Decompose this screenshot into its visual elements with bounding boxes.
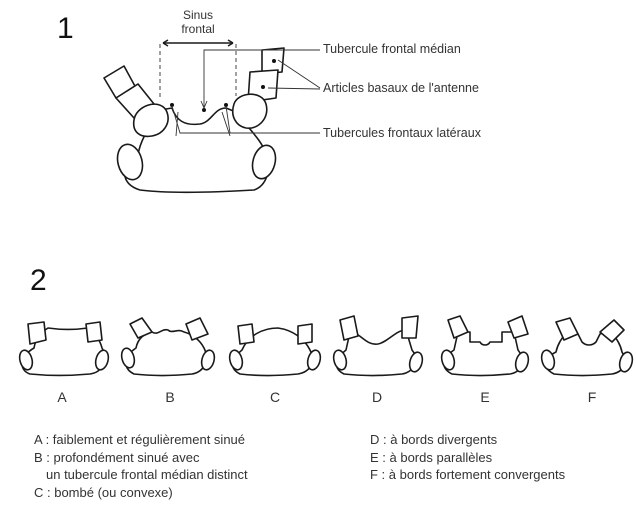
legend-item-C: C : bombé (ou convexe) [34,484,248,502]
shape-letter-D: D [362,389,392,405]
legend-item-B: B : profondément sinué avec [34,449,248,467]
shape-D [332,316,425,376]
shape-F [540,318,635,376]
shape-E [440,316,531,376]
legend-item-F: F : à bords fortement convergents [370,466,565,484]
figure-2-number: 2 [30,264,47,298]
shape-B [120,318,217,376]
legend-item-A: A : faiblement et régulièrement sinué [34,431,248,449]
shape-A [18,322,111,376]
shape-C [228,324,323,376]
median-tubercle-dot [202,108,206,112]
legend-item-B-cont: un tubercule frontal médian distinct [34,466,248,484]
shape-letter-F: F [577,389,607,405]
shape-letter-C: C [260,389,290,405]
shape-letter-B: B [155,389,185,405]
legend-right: D : à bords divergents E : à bords paral… [370,431,565,484]
antenna-dot-2 [261,85,265,89]
shape-letter-E: E [470,389,500,405]
legend-item-D: D : à bords divergents [370,431,565,449]
legend-item-E: E : à bords parallèles [370,449,565,467]
legend-left: A : faiblement et régulièrement sinué B … [34,431,248,501]
right-antenna-article-1 [233,94,267,128]
antenna-dot-1 [272,59,276,63]
leader-antenna-1 [278,60,320,88]
shape-letter-A: A [47,389,77,405]
head-diagram-1 [104,40,320,192]
